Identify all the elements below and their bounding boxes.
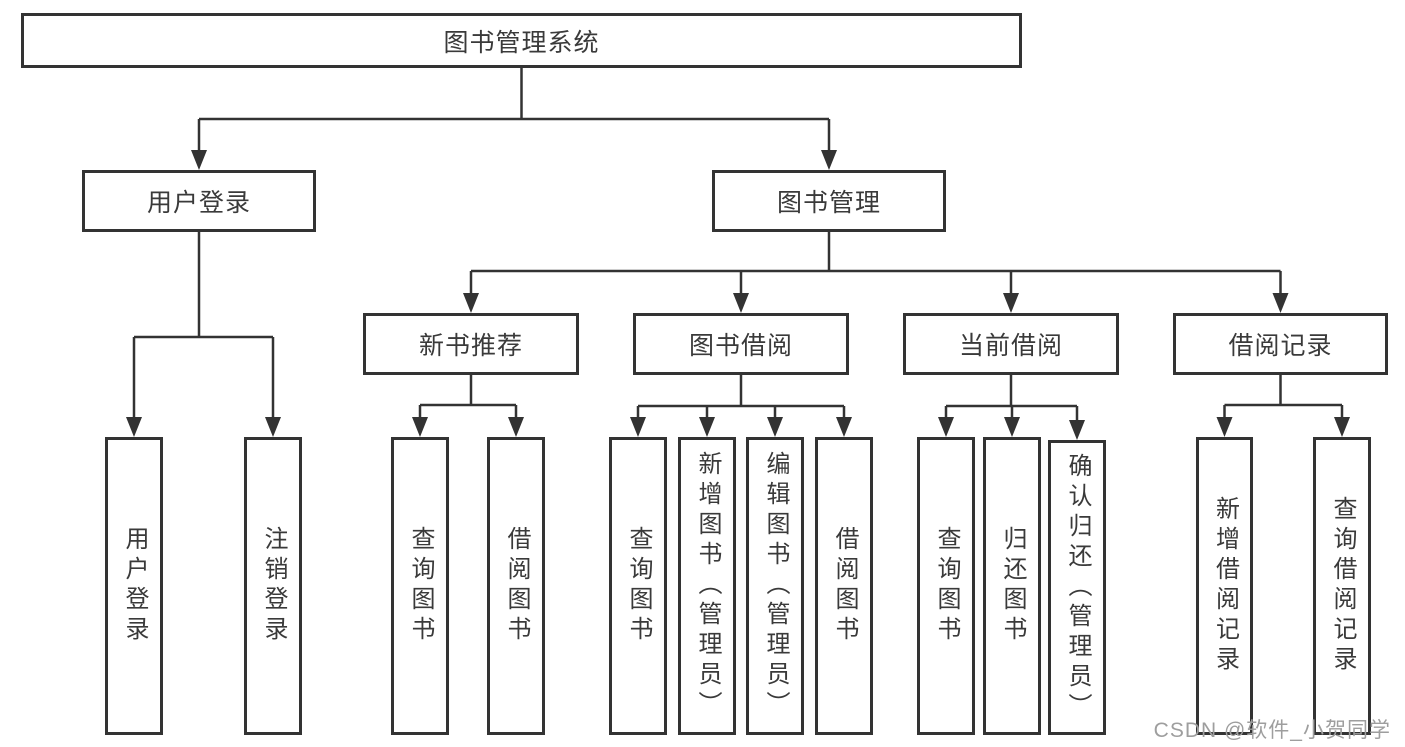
connector-path xyxy=(636,375,846,421)
arrow-down-icon xyxy=(126,417,142,437)
node-label: 新增图书（管理员） xyxy=(694,451,721,721)
node-label: 新书推荐 xyxy=(418,332,523,360)
node-leaf-borrow-book-1: 借阅图书 xyxy=(487,437,545,735)
connector-path xyxy=(469,232,1282,297)
arrow-down-icon xyxy=(265,417,281,437)
node-label: 确认归还（管理员） xyxy=(1064,452,1091,723)
connector-path xyxy=(1223,375,1344,421)
node-leaf-logout: 注销登录 xyxy=(244,437,302,735)
node-label: 注销登录 xyxy=(260,526,287,646)
node-book-borrow: 图书借阅 xyxy=(633,313,849,375)
node-label: 当前借阅 xyxy=(958,332,1063,360)
node-new-book-rec: 新书推荐 xyxy=(363,313,579,375)
node-leaf-return-book: 归还图书 xyxy=(983,437,1041,735)
node-label: 图书管理系统 xyxy=(443,28,600,57)
arrow-down-icon xyxy=(1334,417,1350,437)
node-label: 归还图书 xyxy=(999,526,1026,646)
connector-path xyxy=(944,375,1079,424)
node-label: 查询图书 xyxy=(407,526,434,646)
connector-path xyxy=(418,375,518,421)
node-label: 借阅图书 xyxy=(831,526,858,646)
arrow-down-icon xyxy=(938,417,954,437)
arrow-down-icon xyxy=(1272,293,1289,313)
arrow-down-icon xyxy=(630,417,646,437)
node-current-borrow: 当前借阅 xyxy=(903,313,1119,375)
node-label: 编辑图书（管理员） xyxy=(762,451,789,721)
arrow-down-icon xyxy=(733,293,749,313)
node-label: 新增借阅记录 xyxy=(1211,496,1239,676)
arrow-down-icon xyxy=(836,417,852,437)
arrow-down-icon xyxy=(508,417,524,437)
node-label: 查询图书 xyxy=(933,526,960,646)
node-leaf-query-borrow-record: 查询借阅记录 xyxy=(1313,437,1371,735)
node-root: 图书管理系统 xyxy=(21,13,1022,68)
node-leaf-query-book-2: 查询图书 xyxy=(609,437,667,735)
arrow-down-icon xyxy=(1216,417,1233,437)
node-leaf-confirm-return: 确认归还（管理员） xyxy=(1048,440,1106,735)
node-label: 借阅图书 xyxy=(503,526,530,646)
node-label: 用户登录 xyxy=(121,526,148,646)
arrow-down-icon xyxy=(699,417,715,437)
arrow-down-icon xyxy=(1003,293,1019,313)
node-label: 图书管理 xyxy=(776,189,881,217)
node-label: 查询图书 xyxy=(625,526,652,646)
connector-path xyxy=(197,68,831,154)
arrow-down-icon xyxy=(1069,420,1085,440)
arrow-down-icon xyxy=(191,150,207,170)
watermark: CSDN @软件_小贺同学 xyxy=(1153,719,1391,742)
node-leaf-add-borrow-record: 新增借阅记录 xyxy=(1196,437,1253,735)
node-label: 用户登录 xyxy=(146,189,251,217)
node-leaf-query-book-1: 查询图书 xyxy=(391,437,449,735)
arrow-down-icon xyxy=(1004,417,1020,437)
node-label: 图书借阅 xyxy=(688,332,793,360)
node-label: 查询借阅记录 xyxy=(1329,496,1356,676)
node-label: 借阅记录 xyxy=(1228,332,1333,360)
arrow-down-icon xyxy=(767,417,783,437)
node-user-login: 用户登录 xyxy=(82,170,316,232)
arrow-down-icon xyxy=(463,293,479,313)
connector-path xyxy=(132,232,275,421)
node-leaf-query-book-3: 查询图书 xyxy=(917,437,975,735)
node-borrow-record: 借阅记录 xyxy=(1173,313,1388,375)
node-leaf-edit-book: 编辑图书（管理员） xyxy=(746,437,804,735)
node-book-mgmt: 图书管理 xyxy=(712,170,946,232)
node-leaf-user-login: 用户登录 xyxy=(105,437,163,735)
arrow-down-icon xyxy=(412,417,428,437)
arrow-down-icon xyxy=(821,150,837,170)
node-leaf-add-book: 新增图书（管理员） xyxy=(678,437,736,735)
node-leaf-borrow-book-2: 借阅图书 xyxy=(815,437,873,735)
